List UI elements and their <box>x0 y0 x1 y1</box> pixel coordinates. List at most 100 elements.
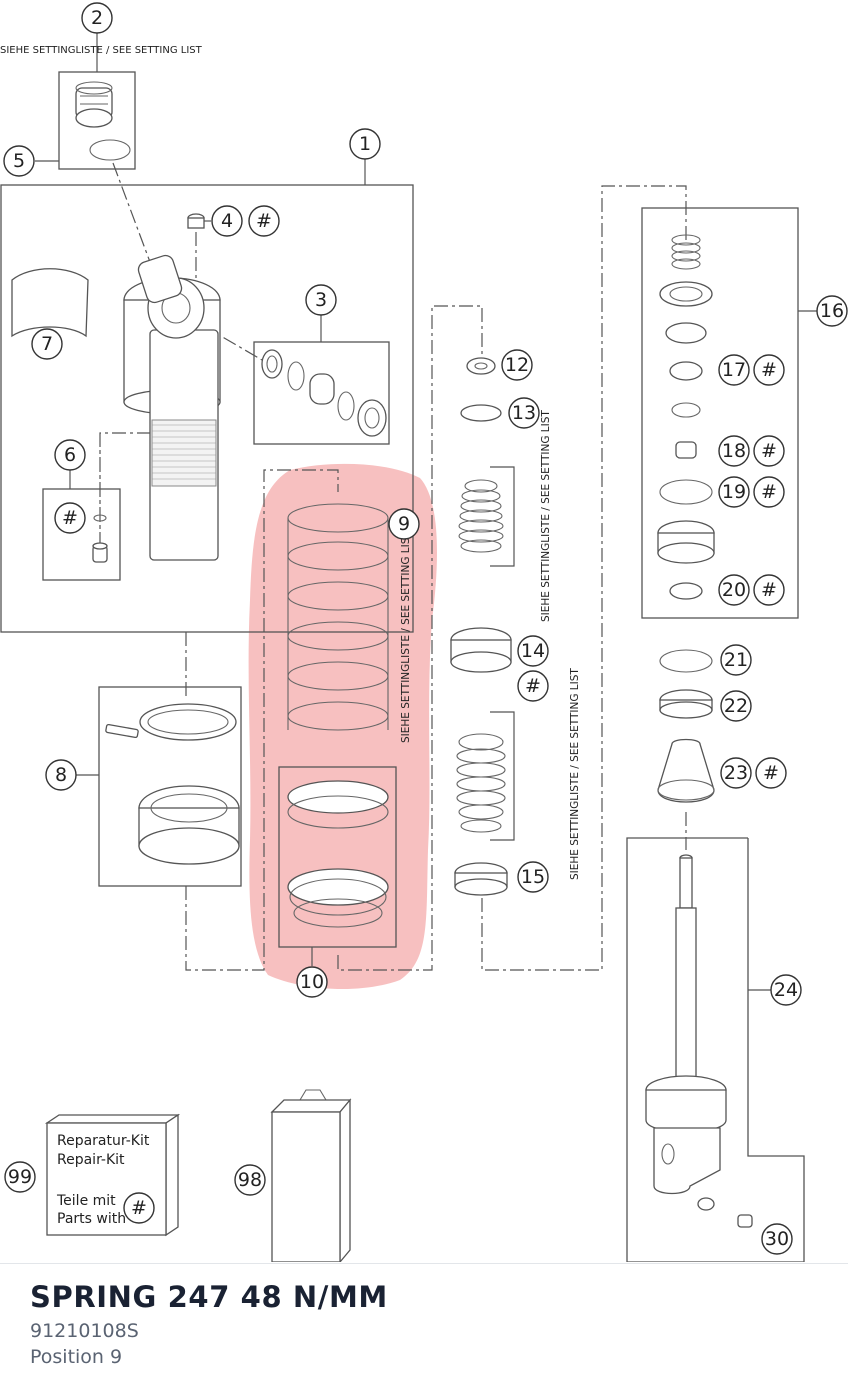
part-10-spring-seat <box>287 780 389 928</box>
frame-part-8 <box>98 686 242 887</box>
part-20-seal <box>669 582 703 600</box>
callout-19-label: 19 <box>722 481 746 503</box>
callout-18-hash <box>753 435 785 467</box>
callout-6[interactable] <box>54 439 86 471</box>
callout-10-label: 10 <box>300 971 324 993</box>
part-bearing-cap <box>657 520 715 564</box>
callout-12[interactable] <box>501 349 533 381</box>
callout-23-hash <box>755 757 787 789</box>
callout-20-hash <box>753 574 785 606</box>
callout-15[interactable] <box>517 861 549 893</box>
setting-note-spring: SIEHE SETTINGLISTE / SEE SETTING LIST <box>400 531 412 743</box>
callout-14-label: 14 <box>521 640 545 662</box>
callout-2[interactable] <box>81 2 113 34</box>
callout-4-label: 4 <box>221 210 233 232</box>
part-1-shock-body <box>123 254 221 561</box>
callout-30-label: 30 <box>765 1228 789 1250</box>
callout-10[interactable] <box>296 966 328 998</box>
callout-21-label: 21 <box>724 649 748 671</box>
part-6-valve <box>92 514 108 563</box>
part-title: SPRING 247 48 N/MM <box>30 1280 388 1314</box>
callout-99-label: 99 <box>8 1166 32 1188</box>
callout-22-label: 22 <box>724 695 748 717</box>
callout-98-label: 98 <box>238 1169 262 1191</box>
kit-label-3: Teile mit <box>56 1193 116 1209</box>
callout-2-label: 2 <box>91 7 103 29</box>
callout-1[interactable] <box>349 128 381 160</box>
callout-17-label: 17 <box>722 359 746 381</box>
assembly-line-2 <box>112 162 151 263</box>
assembly-line-6 <box>99 432 150 552</box>
callout-7[interactable] <box>31 328 63 360</box>
callout-99[interactable] <box>4 1161 36 1193</box>
part-7-shield <box>11 268 89 338</box>
callout-30[interactable] <box>761 1223 793 1255</box>
part-5-o-ring <box>89 139 131 161</box>
part-18-bushing <box>675 441 697 459</box>
callout-3-label: 3 <box>315 289 327 311</box>
callout-20[interactable] <box>718 574 750 606</box>
part-12-nut <box>466 357 496 375</box>
assembly-line-8b <box>185 469 339 971</box>
callout-8[interactable] <box>45 759 77 791</box>
callout-19-hash-label: # <box>761 481 777 503</box>
callout-24[interactable] <box>770 974 802 1006</box>
callout-24-label: 24 <box>774 979 798 1001</box>
callout-98[interactable] <box>234 1164 266 1196</box>
callout-23[interactable] <box>720 757 752 789</box>
callout-17-hash <box>753 354 785 386</box>
callout-20-hash-label: # <box>761 579 777 601</box>
part-24-piston-rod <box>645 854 727 1195</box>
part-21-circlip <box>659 649 713 673</box>
part-13-washer <box>460 404 502 422</box>
callout-22[interactable] <box>720 690 752 722</box>
setting-note-upper-stack: SIEHE SETTINGLISTE / SEE SETTING LIST <box>540 410 552 622</box>
callout-4-hash-label: # <box>256 210 272 232</box>
spring-highlight <box>248 463 437 990</box>
callout-13[interactable] <box>508 397 540 429</box>
part-16-bottom-out-stack <box>659 234 713 344</box>
callout-14[interactable] <box>517 635 549 667</box>
kit-label-1: Reparatur-Kit <box>57 1133 150 1149</box>
callout-1-label: 1 <box>359 133 371 155</box>
assembly-line-15 <box>481 185 687 971</box>
frame-part-16 <box>641 207 799 619</box>
callout-5-label: 5 <box>13 150 25 172</box>
part-info-panel: SPRING 247 48 N/MM 91210108S Position 9 <box>0 1263 848 1391</box>
callout-19-hash <box>753 476 785 508</box>
part-15-retainer <box>454 862 508 896</box>
assembly-line-10 <box>337 305 483 971</box>
callout-4[interactable] <box>211 205 243 237</box>
frame-shock-body <box>0 184 414 633</box>
callout-6-hash-label: # <box>62 507 78 529</box>
callout-19[interactable] <box>718 476 750 508</box>
kit-hash-marker <box>123 1192 155 1224</box>
callout-15-label: 15 <box>521 866 545 888</box>
callout-6-hash <box>54 502 86 534</box>
callout-9[interactable] <box>388 508 420 540</box>
part-position: Position 9 <box>30 1346 123 1368</box>
callout-14-hash-label: # <box>525 675 541 697</box>
callout-17[interactable] <box>718 354 750 386</box>
setting-note-lower-stack: SIEHE SETTINGLISTE / SEE SETTING LIST <box>569 668 581 880</box>
callout-23-hash-label: # <box>763 762 779 784</box>
callout-17-hash-label: # <box>761 359 777 381</box>
frame-part-10 <box>278 766 397 948</box>
callout-5[interactable] <box>3 145 35 177</box>
callout-9-label: 9 <box>398 513 410 535</box>
callout-18-label: 18 <box>722 440 746 462</box>
part-30-bolt <box>697 1197 753 1228</box>
bracket-upper-stack <box>490 466 515 567</box>
oil-can <box>270 1089 352 1262</box>
callout-18[interactable] <box>718 435 750 467</box>
kit-hash-text: # <box>131 1197 147 1219</box>
frame-part-6 <box>42 488 121 581</box>
callout-13-label: 13 <box>512 402 536 424</box>
callout-16[interactable] <box>816 295 848 327</box>
callout-21[interactable] <box>720 644 752 676</box>
callout-3[interactable] <box>305 284 337 316</box>
callout-18-hash-label: # <box>761 440 777 462</box>
kit-label-4: Parts with <box>57 1211 126 1227</box>
shim-stack-upper <box>458 479 504 553</box>
part-2-adjuster <box>75 81 113 128</box>
